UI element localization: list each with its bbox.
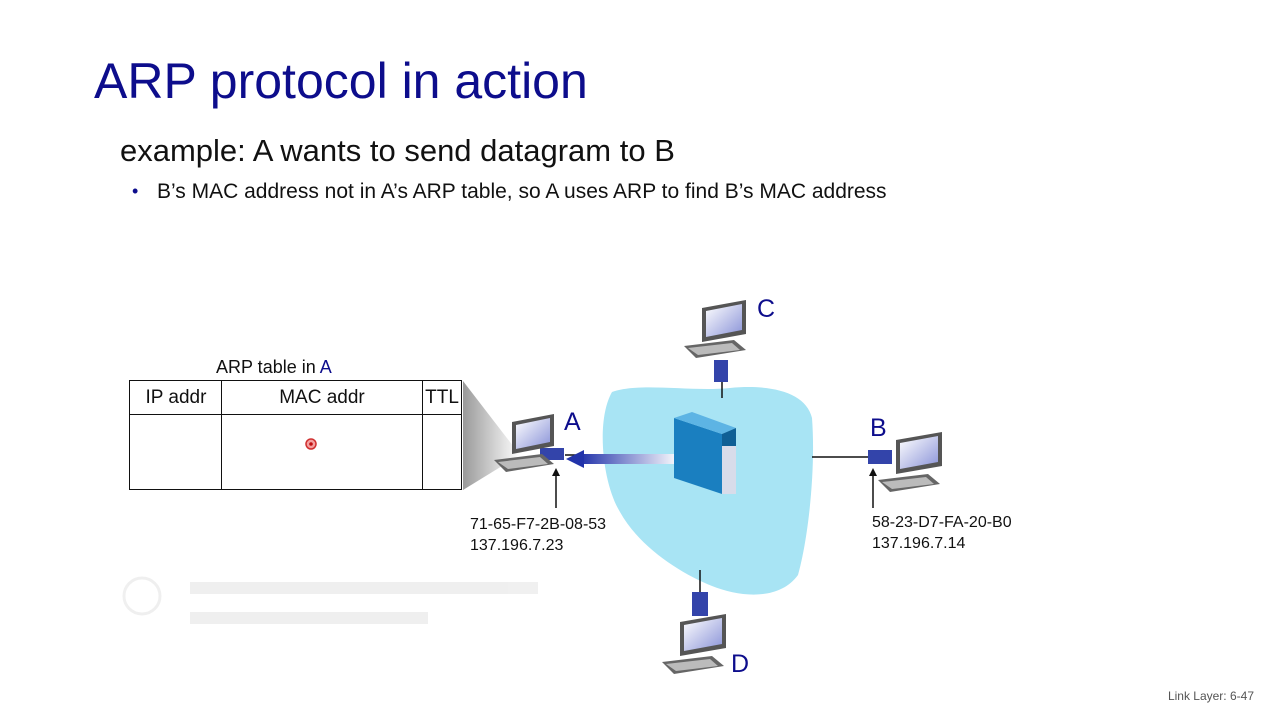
slide-title: ARP protocol in action	[94, 53, 588, 109]
nic-d	[692, 592, 708, 616]
col-header-mac: MAC addr	[279, 387, 365, 408]
arp-table-caption-prefix: ARP table in	[216, 357, 320, 377]
col-header-ip: IP addr	[145, 387, 207, 408]
bullet-text: B’s MAC address not in A’s ARP table, so…	[157, 180, 887, 203]
computer-icon-d	[662, 614, 726, 674]
nic-b	[868, 450, 892, 464]
host-a-mac: 71-65-F7-2B-08-53	[470, 516, 607, 533]
switch-icon	[674, 412, 736, 494]
faded-step-annotation	[122, 576, 538, 624]
host-b-addresses: 58-23-D7-FA-20-B0 137.196.7.14	[872, 512, 1012, 554]
host-label-d: D	[731, 650, 750, 678]
host-label-a: A	[564, 408, 581, 436]
arp-table-caption: ARP table in A	[216, 357, 332, 378]
host-a-addresses: 71-65-F7-2B-08-53 137.196.7.23	[470, 514, 606, 556]
nic-c	[714, 360, 728, 382]
col-divider	[422, 381, 423, 489]
host-label-b: B	[870, 414, 887, 442]
computer-icon-b	[878, 432, 942, 492]
col-header-ttl: TTL	[425, 387, 459, 408]
col-divider	[221, 381, 222, 489]
table-callout	[463, 381, 520, 490]
arp-query-arrow	[580, 454, 680, 464]
nic-a	[540, 448, 564, 460]
arrow-head-icon	[566, 450, 584, 468]
slide-footer: Link Layer: 6-47	[1167, 689, 1254, 703]
computer-icon-c	[684, 300, 746, 358]
host-b-mac: 58-23-D7-FA-20-B0	[872, 514, 1012, 531]
host-b-ip: 137.196.7.14	[872, 535, 966, 552]
host-label-c: C	[757, 295, 776, 323]
header-divider	[130, 414, 461, 415]
computer-icon-a	[494, 414, 554, 472]
slide-subtitle: example: A wants to send datagram to B	[120, 133, 675, 168]
bullet-dot-icon: •	[132, 181, 139, 201]
arp-table: IP addr MAC addr TTL	[129, 380, 462, 490]
host-a-ip: 137.196.7.23	[470, 537, 564, 554]
arp-table-caption-host: A	[319, 357, 332, 377]
network-cloud	[602, 387, 814, 595]
